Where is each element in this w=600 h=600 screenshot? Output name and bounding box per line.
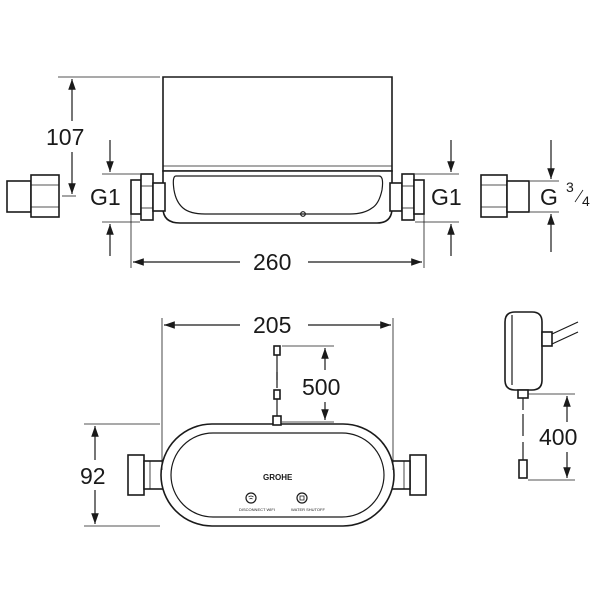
wifi-label: DISCONNECT WIFI bbox=[239, 507, 275, 512]
adapter-body bbox=[504, 311, 543, 391]
left-pipe-end bbox=[127, 454, 145, 496]
adapter-plug bbox=[518, 459, 528, 479]
right-pipe-end bbox=[409, 454, 427, 496]
right-fitting bbox=[480, 174, 530, 218]
thread-inlet-right: G1 bbox=[431, 184, 462, 210]
wifi-icon bbox=[245, 492, 257, 504]
left-fitting bbox=[6, 174, 60, 218]
front-view: GROHE DISCONNECT WIFI WATER SHUTOFF bbox=[84, 318, 427, 527]
led-dot bbox=[300, 211, 306, 217]
left-inlet-stub bbox=[130, 179, 142, 215]
dim-cable-adapter: 400 bbox=[539, 424, 577, 450]
power-adapter bbox=[504, 311, 579, 481]
thread-inlet-left: G1 bbox=[90, 184, 121, 210]
thread-outlet-prefix: G bbox=[540, 184, 558, 210]
dim-height-bottom: 92 bbox=[80, 463, 106, 489]
side-view bbox=[6, 76, 559, 268]
power-icon bbox=[296, 492, 308, 504]
thread-outlet-num: 3 bbox=[566, 179, 574, 195]
dim-width-top: 260 bbox=[253, 249, 291, 275]
thread-outlet-den: 4 bbox=[582, 193, 590, 209]
right-inlet-stub bbox=[413, 179, 425, 215]
dim-cable-sensor: 500 bbox=[302, 374, 340, 400]
dim-height-top: 107 bbox=[46, 124, 84, 150]
shutoff-label: WATER SHUTOFF bbox=[291, 507, 325, 512]
left-inlet-nut bbox=[140, 173, 154, 221]
housing-top bbox=[162, 76, 393, 172]
dim-width-bottom: 205 bbox=[253, 312, 291, 338]
housing-bottom bbox=[162, 170, 393, 224]
brand-logo: GROHE bbox=[263, 473, 293, 482]
right-inlet-nut bbox=[401, 173, 415, 221]
